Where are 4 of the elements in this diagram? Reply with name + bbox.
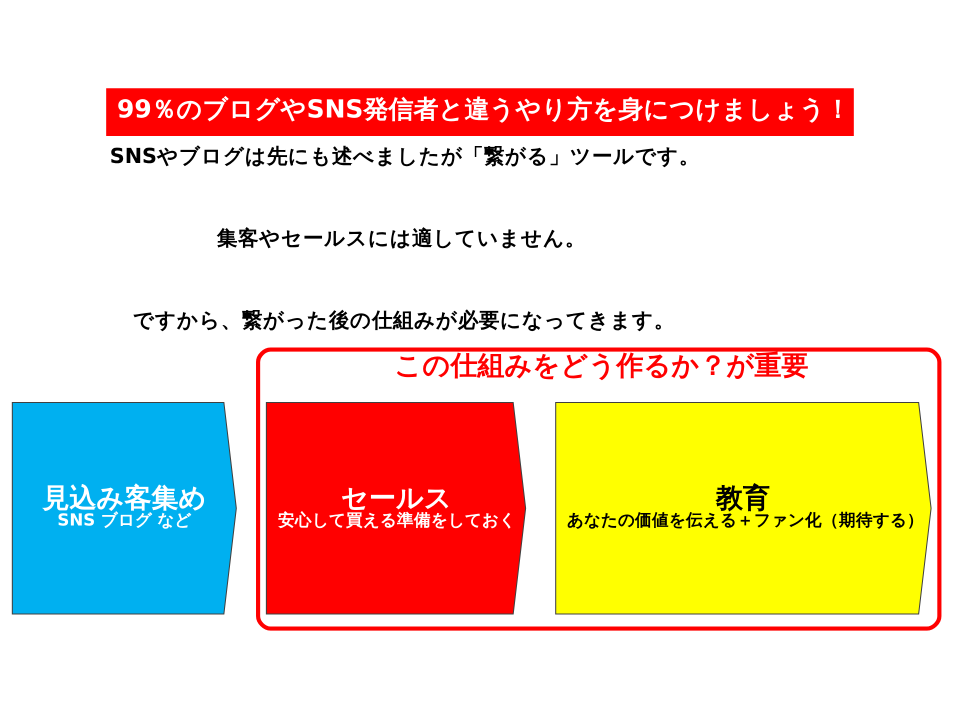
label: 集客やセールスには適していません。 [217, 225, 586, 250]
label: SNSやブログは先にも述べましたが「繋がる」ツールです。 [110, 143, 700, 168]
diagram-title: 99％のブログやSNS発信者と違うやり方を身につけましょう！ [117, 94, 850, 124]
label: ですから、繋がった後の仕組みが必要になってきます。 [133, 307, 676, 332]
